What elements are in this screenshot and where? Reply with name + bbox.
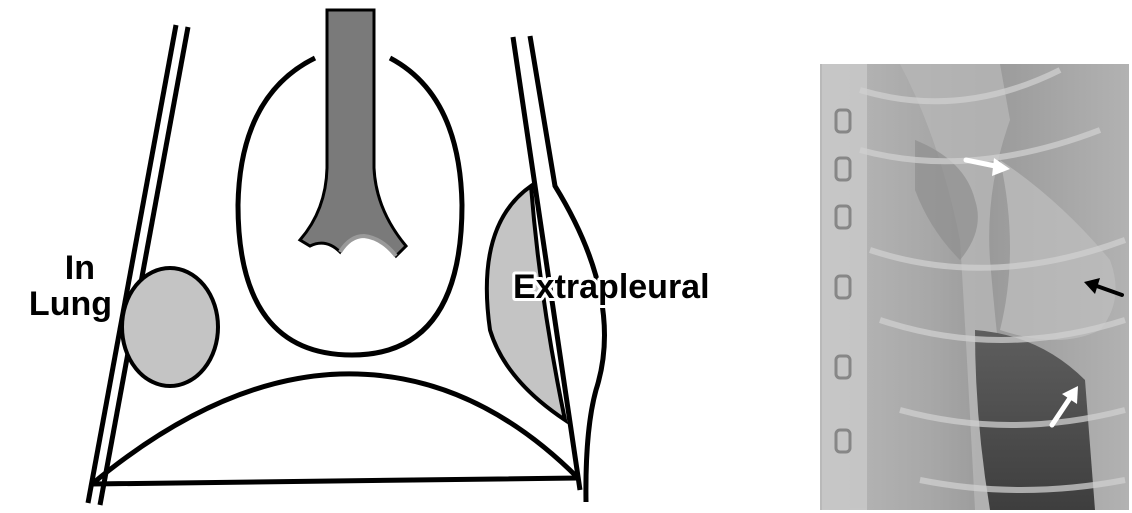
diaphragm <box>92 374 578 484</box>
spine-vertebrae <box>822 64 867 510</box>
extrapleural-label: Extrapleural <box>513 268 710 306</box>
in-lung-label-line2: Lung <box>29 285 112 323</box>
left-chest-wall <box>88 25 188 505</box>
in-lung-label-line1: In <box>65 249 95 287</box>
in-lung-lesion <box>122 268 218 386</box>
schematic-diagram: In Lung Extrapleural <box>29 10 710 505</box>
trachea <box>300 10 406 256</box>
chest-radiograph <box>820 64 1129 510</box>
